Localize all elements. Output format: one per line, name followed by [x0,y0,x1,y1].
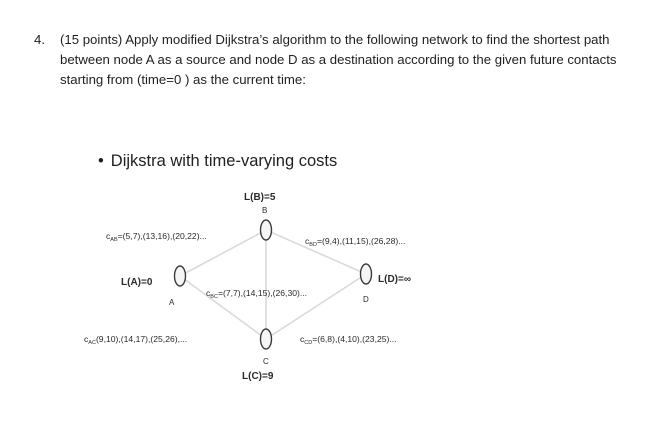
edge-ac-label: cAC(9,10),(14,17),(25,26),... [84,334,187,346]
edge-bd-sub: BD [309,242,317,248]
edge-cd-sub: CD [304,340,312,346]
node-d [359,263,373,285]
node-a-name: A [169,298,175,307]
edge-ab-prefix: c [106,231,111,241]
edge-cd-label: cCD=(6,8),(4,10),(23,25)... [300,334,397,346]
edge-bc-sub: BC [210,294,218,300]
node-c-name: C [263,357,269,366]
edge-bd-prefix: c [305,236,310,246]
edge-ab-label: cAB=(5,7),(13,16),(20,22)... [106,231,207,243]
edge-ab [179,229,267,277]
edge-bd-costs: =(9,4),(11,15),(26,28)... [317,236,405,246]
bullet-heading: • Dijkstra with time-varying costs [98,152,337,171]
edge-cd-costs: =(6,8),(4,10),(23,25)... [312,334,396,344]
edge-ab-costs: =(5,7),(13,16),(20,22)... [118,231,207,241]
edge-ac-prefix: c [84,334,89,344]
node-d-label: L(D)=∞ [378,274,411,285]
edge-ac [179,275,267,340]
node-b-name: B [262,206,267,215]
node-a-label: L(A)=0 [121,277,153,288]
bullet-title: Dijkstra with time-varying costs [110,152,338,170]
node-a [173,265,187,287]
question-text: (15 points) Apply modified Dijkstra’s al… [60,32,617,87]
question-number: 4. [34,32,45,47]
edge-bd-label: cBD=(9,4),(11,15),(26,28)... [305,236,405,248]
node-d-name: D [363,295,369,304]
bullet-icon: • [98,152,104,170]
edge-bd [265,229,367,275]
edge-bc-label: cBC=(7,7),(14,15),(26,30)... [206,288,307,300]
edge-ac-sub: AC [88,340,96,346]
edge-ab-sub: AB [110,237,118,243]
node-c-label: L(C)=9 [242,371,274,382]
network-diagram: A B C D L(B)=5 L(A)=0 L(D)=∞ L(C)=9 cAB=… [84,192,411,382]
diagram-figure: •Dijkstra with time-varying costs A B C … [84,142,484,392]
edge-bc-costs: =(7,7),(14,15),(26,30)... [218,288,307,298]
edge-cd-prefix: c [300,334,305,344]
edge-bc-prefix: c [206,288,211,298]
node-b-label: L(B)=5 [244,192,276,203]
node-c [259,328,273,350]
edge-ac-costs: (9,10),(14,17),(25,26),... [96,334,187,344]
node-b [259,219,273,241]
edge-cd [265,273,367,340]
